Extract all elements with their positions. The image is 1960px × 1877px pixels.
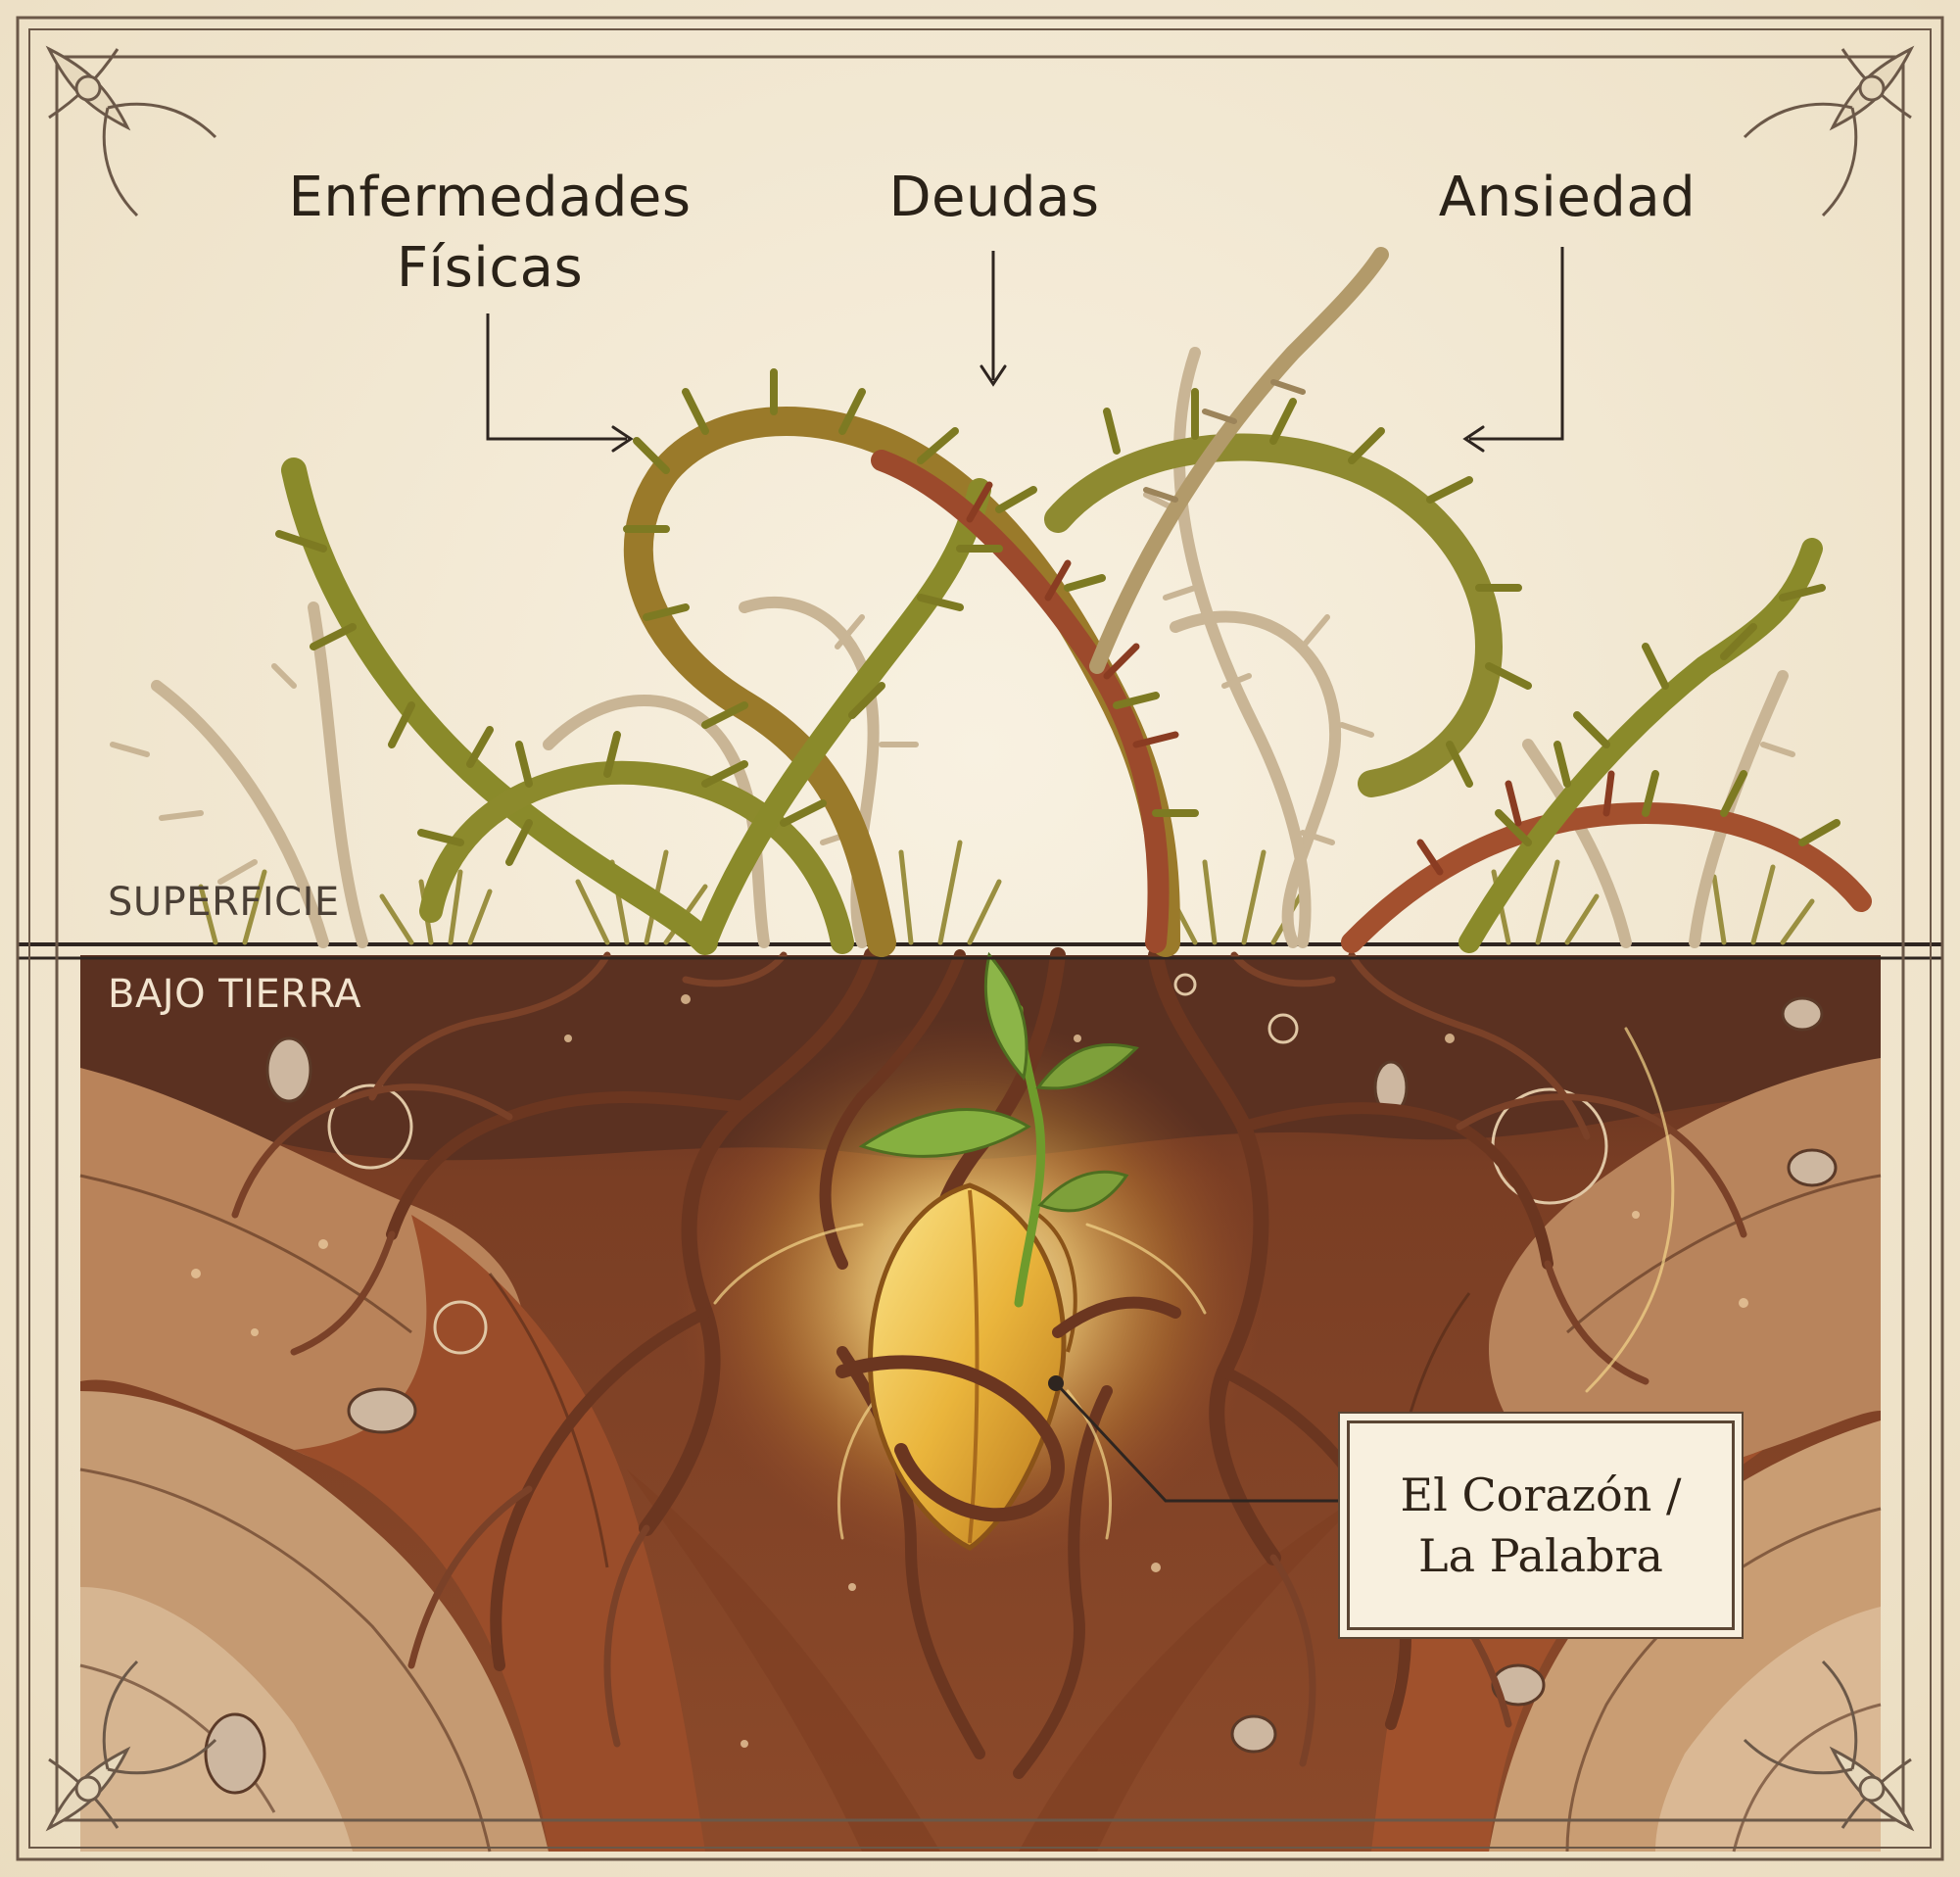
label-enfermedades-line1: Enfermedades: [235, 163, 744, 233]
label-deudas-text: Deudas: [862, 163, 1126, 233]
callout-line1: El Corazón /: [1401, 1465, 1682, 1525]
callout-dot: [1048, 1375, 1064, 1391]
zone-label-bajo-tierra: BAJO TIERRA: [108, 972, 361, 1017]
zone-label-superficie: SUPERFICIE: [108, 880, 340, 925]
label-enfermedades-fisicas: Enfermedades Físicas: [235, 163, 744, 304]
label-deudas: Deudas: [862, 163, 1126, 233]
callout-box-corazon-palabra: El Corazón / La Palabra: [1347, 1420, 1735, 1630]
label-ansiedad-text: Ansiedad: [1391, 163, 1744, 233]
label-ansiedad: Ansiedad: [1391, 163, 1744, 233]
callout-line2: La Palabra: [1418, 1525, 1663, 1586]
label-enfermedades-line2: Físicas: [235, 233, 744, 304]
